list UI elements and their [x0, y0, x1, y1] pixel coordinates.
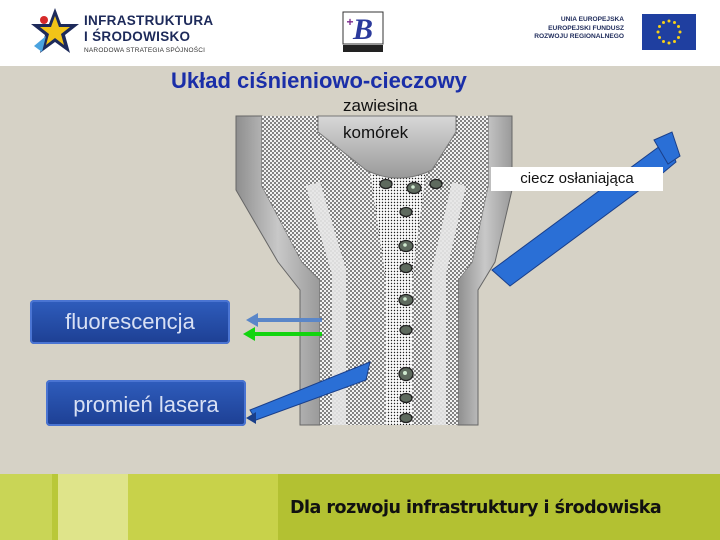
svg-text:B: B	[352, 13, 373, 46]
logo-left-line1: INFRASTRUKTURA	[84, 13, 214, 28]
footer-bar	[0, 474, 720, 540]
eu-line2: EUROPEJSKI FUNDUSZ	[548, 24, 624, 32]
vessel-wall-right	[457, 115, 513, 426]
sheath-inlet-arrow	[491, 139, 677, 287]
header-bar: INFRASTRUKTURA I ŚRODOWISKO NARODOWA STR…	[0, 0, 720, 66]
logo-left-line3: NARODOWA STRATEGIA SPÓJNOŚCI	[84, 47, 206, 54]
sheath-label: ciecz osłaniająca	[491, 167, 663, 191]
slide-title: Układ ciśnieniowo-cieczowy	[171, 68, 467, 93]
eu-flag-icon	[642, 14, 696, 50]
logo-eu: UNIA EUROPEJSKA EUROPEJSKI FUNDUSZ ROZWO…	[528, 14, 696, 52]
sample-label-line2: komórek	[343, 123, 409, 142]
fluorescence-label: fluorescencja	[30, 300, 230, 344]
logo-left-line2: I ŚRODOWISKO	[84, 29, 191, 44]
sample-nozzle	[317, 115, 457, 179]
sample-stream	[370, 170, 426, 425]
fluorescence-green-arrow	[243, 327, 322, 341]
center-logo-icon: B +	[342, 11, 384, 52]
eu-line3: ROZWOJU REGIONALNEGO	[534, 33, 624, 40]
footer-slogan: Dla rozwoju infrastruktury i środowiska	[290, 498, 662, 518]
eu-line1: UNIA EUROPEJSKA	[560, 16, 624, 23]
svg-text:+: +	[346, 15, 353, 29]
star-logo-icon	[31, 8, 79, 53]
laser-label: promień lasera	[46, 380, 246, 426]
fluorescence-blue-arrow	[246, 313, 322, 327]
sample-label-line1: zawiesina	[343, 96, 418, 115]
logo-infrastruktura: INFRASTRUKTURA I ŚRODOWISKO NARODOWA STR…	[28, 6, 218, 58]
